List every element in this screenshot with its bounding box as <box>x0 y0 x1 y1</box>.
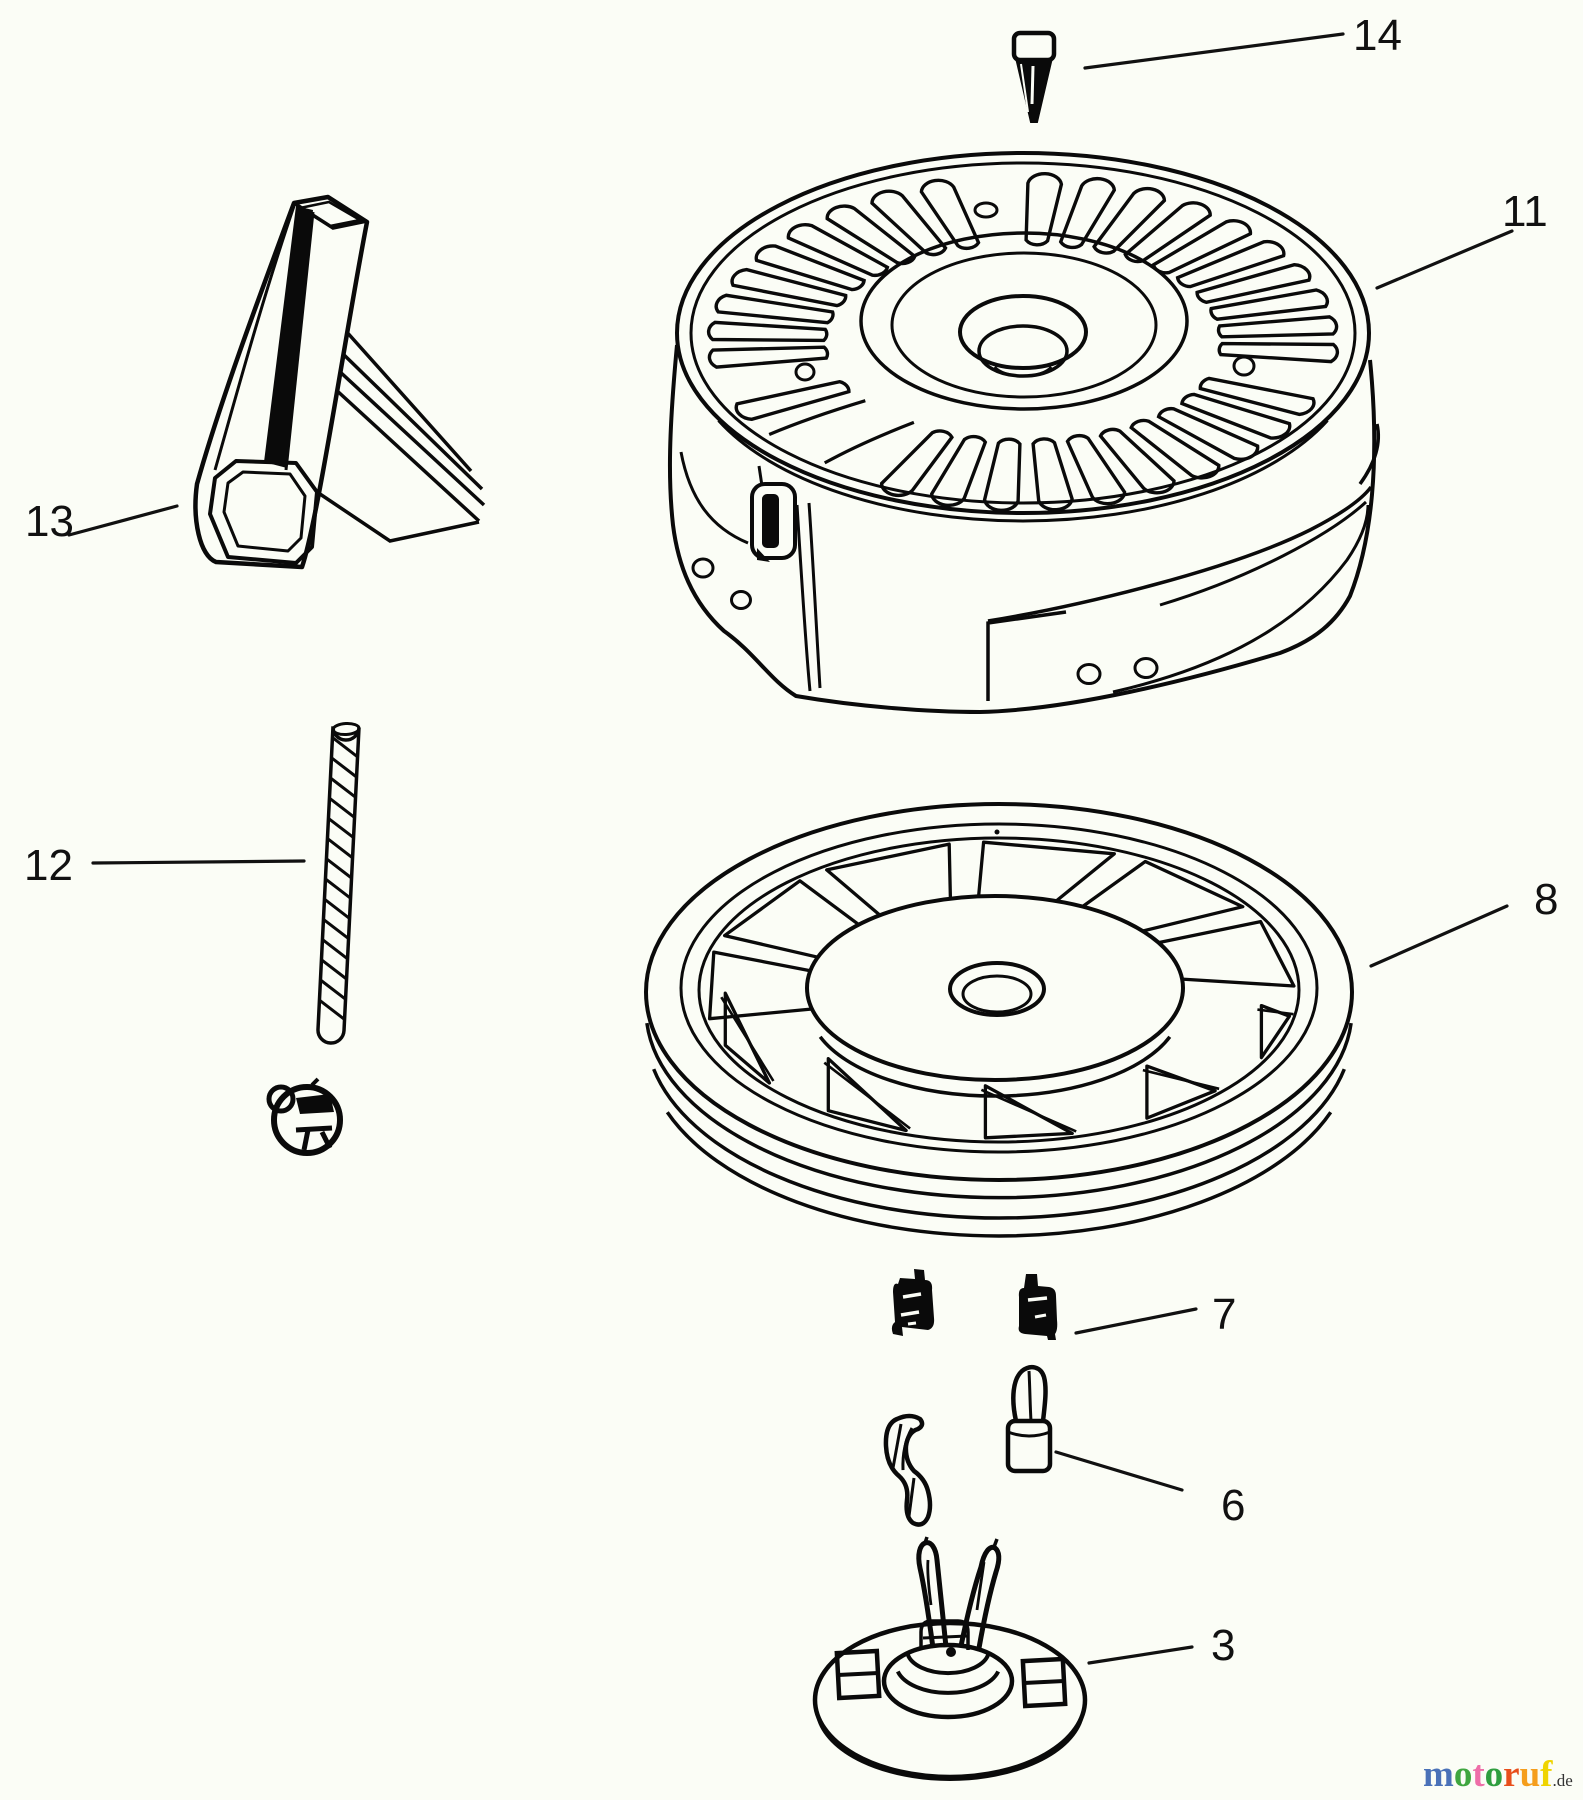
svg-text:7: 7 <box>1212 1290 1236 1339</box>
svg-text:11: 11 <box>1502 187 1548 236</box>
svg-text:6: 6 <box>1221 1481 1245 1530</box>
svg-text:3: 3 <box>1211 1621 1235 1670</box>
svg-text:12: 12 <box>24 841 73 890</box>
svg-text:motoruf.de: motoruf.de <box>1423 1754 1573 1795</box>
svg-text:8: 8 <box>1534 875 1558 924</box>
svg-text:13: 13 <box>25 497 74 546</box>
svg-text:14: 14 <box>1353 11 1402 60</box>
